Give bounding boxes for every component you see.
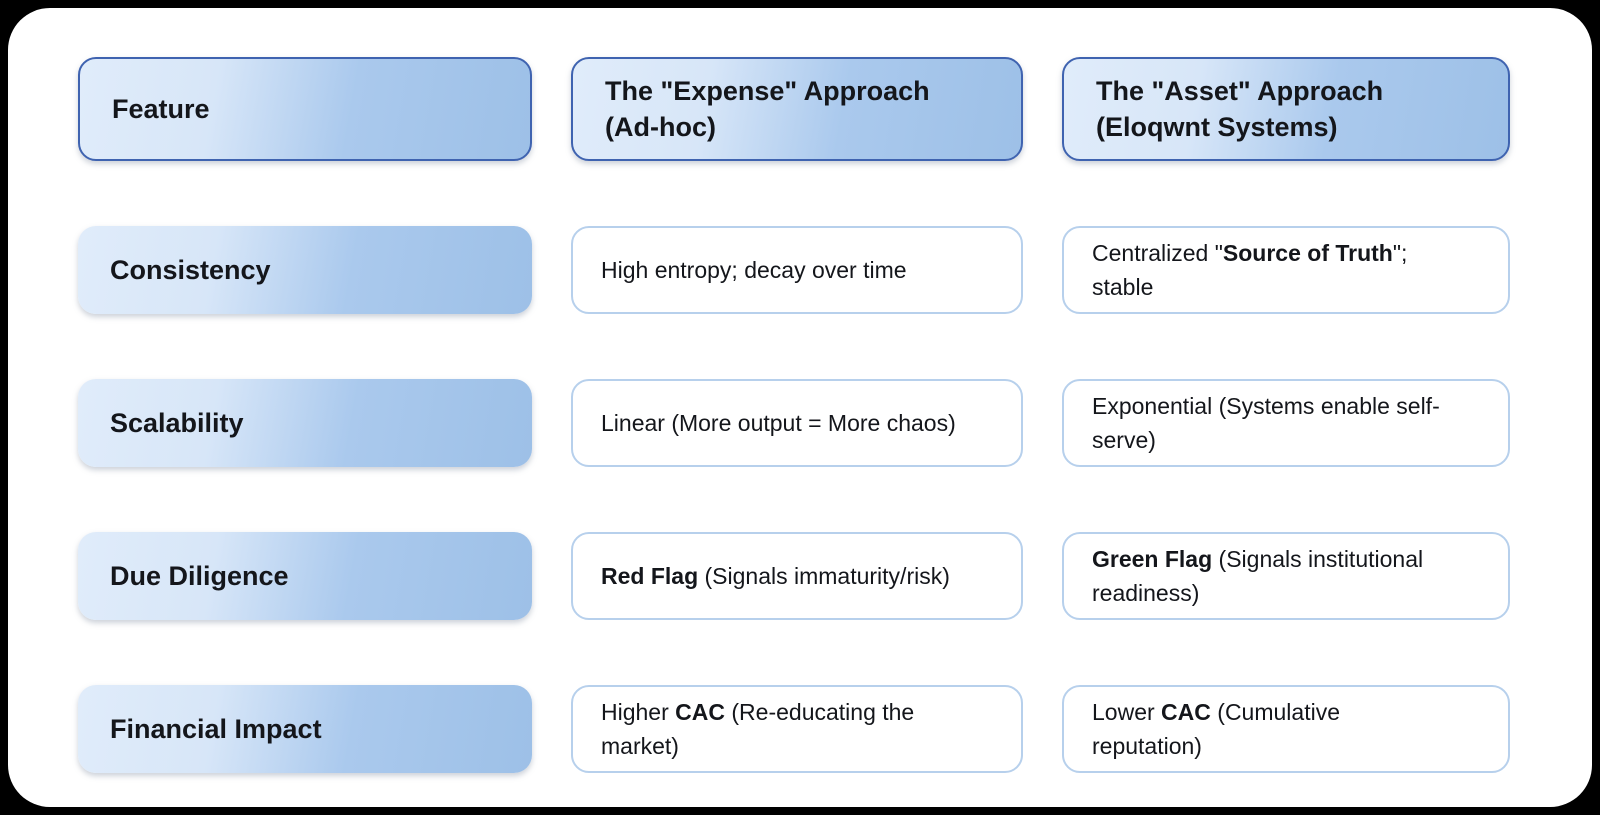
row-label-text: Due Diligence [110,561,289,591]
cell-asset-consistency: Centralized "Source of Truth"; stable [1062,226,1510,314]
cell-text: Red Flag (Signals immaturity/risk) [601,559,950,593]
comparison-table: Feature The "Expense" Approach (Ad-hoc) … [8,8,1592,773]
column-header-feature: Feature [78,57,532,161]
cell-text: Centralized "Source of Truth"; stable [1092,236,1448,304]
cell-text-bold-segment: Source of Truth [1222,240,1393,266]
cell-expense-consistency: High entropy; decay over time [571,226,1023,314]
column-header-label: Feature [112,94,210,124]
cell-text-bold-segment: Green Flag [1092,546,1213,572]
cell-text-segment: (Cumulative reputation) [1092,699,1340,759]
cell-text: Linear (More output = More chaos) [601,406,956,440]
comparison-card: Feature The "Expense" Approach (Ad-hoc) … [8,8,1592,807]
cell-text: Exponential (Systems enable self-serve) [1092,389,1448,457]
cell-text: Green Flag (Signals institutional readin… [1092,542,1448,610]
cell-text-bold-segment: CAC [1161,699,1211,725]
cell-text-segment: (Re-educating the market) [601,699,915,759]
cell-text-segment: High entropy; decay over time [601,257,907,283]
row-label-scalability: Scalability [78,379,532,467]
cell-asset-due-diligence: Green Flag (Signals institutional readin… [1062,532,1510,620]
row-label-text: Consistency [110,255,271,285]
cell-text-segment: Linear (More output = More chaos) [601,410,956,436]
column-header-label: The "Expense" Approach (Ad-hoc) [605,76,930,142]
cell-text-segment: Centralized " [1092,240,1223,266]
cell-text: Higher CAC (Re-educating the market) [601,695,957,763]
cell-expense-financial-impact: Higher CAC (Re-educating the market) [571,685,1023,773]
cell-text-segment: (Signals institutional readiness) [1092,546,1424,606]
cell-text: High entropy; decay over time [601,253,907,287]
row-label-consistency: Consistency [78,226,532,314]
cell-asset-financial-impact: Lower CAC (Cumulative reputation) [1062,685,1510,773]
cell-text-segment: "; stable [1092,240,1408,300]
row-label-text: Financial Impact [110,714,322,744]
row-label-due-diligence: Due Diligence [78,532,532,620]
cell-text-bold-segment: Red Flag [601,563,699,589]
row-label-financial-impact: Financial Impact [78,685,532,773]
cell-text-segment: Lower [1092,699,1162,725]
cell-expense-scalability: Linear (More output = More chaos) [571,379,1023,467]
cell-text-bold-segment: CAC [675,699,725,725]
cell-text-segment: (Signals immaturity/risk) [698,563,950,589]
row-label-text: Scalability [110,408,244,438]
cell-asset-scalability: Exponential (Systems enable self-serve) [1062,379,1510,467]
cell-expense-due-diligence: Red Flag (Signals immaturity/risk) [571,532,1023,620]
column-header-asset-approach: The "Asset" Approach (Eloqwnt Systems) [1062,57,1510,161]
column-header-label: The "Asset" Approach (Eloqwnt Systems) [1096,76,1384,142]
cell-text: Lower CAC (Cumulative reputation) [1092,695,1448,763]
cell-text-segment: Exponential (Systems enable self-serve) [1092,393,1440,453]
cell-text-segment: Higher [601,699,676,725]
column-header-expense-approach: The "Expense" Approach (Ad-hoc) [571,57,1023,161]
